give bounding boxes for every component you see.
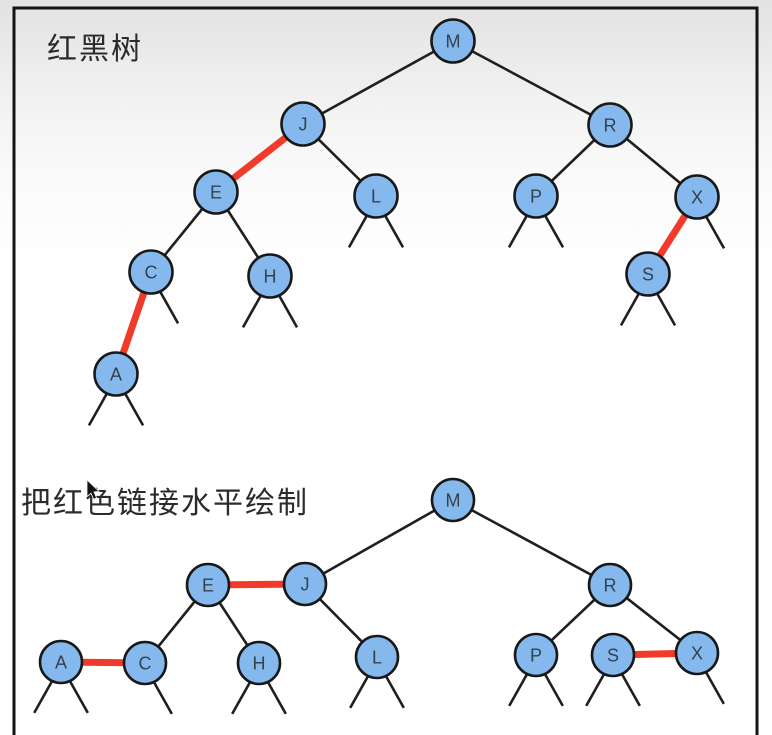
node-label-M: M: [446, 31, 461, 51]
null-leg-left-A: [33, 680, 54, 714]
black-link-M-J: [304, 498, 454, 586]
node-circle-E: [193, 169, 239, 215]
node-circle-E: [185, 562, 231, 608]
node-circle-L: [353, 173, 399, 219]
node-label-H: H: [264, 266, 277, 286]
null-leg-right-H: [277, 294, 299, 328]
node-label-L: L: [372, 647, 382, 667]
mouse-cursor: [86, 479, 100, 500]
node-label-P: P: [530, 645, 542, 665]
node-label-M: M: [446, 490, 461, 510]
node-label-C: C: [145, 262, 158, 282]
node-label-L: L: [371, 186, 381, 206]
null-leg-left-A: [87, 392, 109, 426]
node-circle-J: [280, 101, 326, 147]
node-label-E: E: [202, 575, 214, 595]
node-circle-L: [354, 634, 400, 680]
null-leg-left-L: [349, 675, 370, 709]
null-leg-right-C: [158, 290, 180, 324]
node-circle-A: [93, 351, 139, 397]
null-leg-right-A: [123, 392, 145, 426]
tree-standard-red-black-tree: M J R E L P X C H S A: [87, 18, 726, 426]
null-leg-left-L: [347, 214, 369, 248]
node-circle-J: [282, 561, 328, 607]
null-leg-right-A: [68, 680, 89, 714]
node-label-R: R: [604, 115, 617, 135]
null-leg-left-P: [507, 214, 529, 248]
null-leg-right-S: [620, 673, 641, 707]
null-leg-left-P: [508, 673, 529, 707]
node-circle-S: [625, 251, 671, 297]
node-circle-M: [430, 477, 476, 523]
node-circle-C: [128, 249, 174, 295]
null-leg-right-C: [152, 681, 173, 715]
node-circle-A: [38, 639, 84, 685]
slide-frame-border: [12, 6, 759, 735]
node-label-S: S: [607, 645, 619, 665]
node-circle-X: [674, 630, 720, 676]
node-circle-S: [590, 632, 636, 678]
node-label-P: P: [530, 186, 542, 206]
node-circle-R: [587, 562, 633, 608]
node-label-S: S: [642, 264, 654, 284]
null-leg-left-H: [241, 294, 263, 328]
node-circle-R: [587, 102, 633, 148]
node-label-C: C: [139, 653, 152, 673]
null-leg-left-S: [585, 673, 606, 707]
node-label-E: E: [210, 182, 222, 202]
black-link-M-R: [452, 498, 611, 587]
black-link-M-R: [452, 39, 611, 127]
node-label-H: H: [253, 653, 266, 673]
null-leg-right-X: [704, 215, 726, 249]
node-circle-P: [513, 173, 559, 219]
bottom-tree-title: 把红色链接水平绘制: [21, 487, 309, 520]
node-label-X: X: [691, 643, 703, 663]
null-leg-right-S: [655, 292, 677, 326]
node-label-R: R: [604, 575, 617, 595]
node-label-A: A: [110, 364, 122, 384]
node-circle-P: [513, 632, 559, 678]
null-leg-right-P: [543, 214, 565, 248]
node-label-J: J: [299, 114, 308, 134]
node-label-X: X: [691, 187, 703, 207]
null-leg-right-H: [266, 681, 287, 715]
null-leg-left-H: [231, 681, 252, 715]
null-leg-right-P: [543, 673, 564, 707]
tree-horizontal-red-links-tree: M E J R A C H L P S X: [33, 477, 725, 715]
node-circle-H: [247, 253, 293, 299]
null-leg-right-L: [384, 675, 405, 709]
node-circle-X: [674, 174, 720, 220]
null-leg-left-S: [619, 292, 641, 326]
null-leg-right-L: [383, 214, 405, 248]
node-circle-H: [236, 640, 282, 686]
top-tree-title: 红黑树: [47, 33, 143, 66]
node-label-A: A: [55, 652, 67, 672]
black-link-M-J: [302, 39, 454, 126]
node-label-J: J: [301, 574, 310, 594]
null-leg-right-X: [704, 671, 725, 705]
node-circle-M: [430, 18, 476, 64]
node-circle-C: [122, 640, 168, 686]
